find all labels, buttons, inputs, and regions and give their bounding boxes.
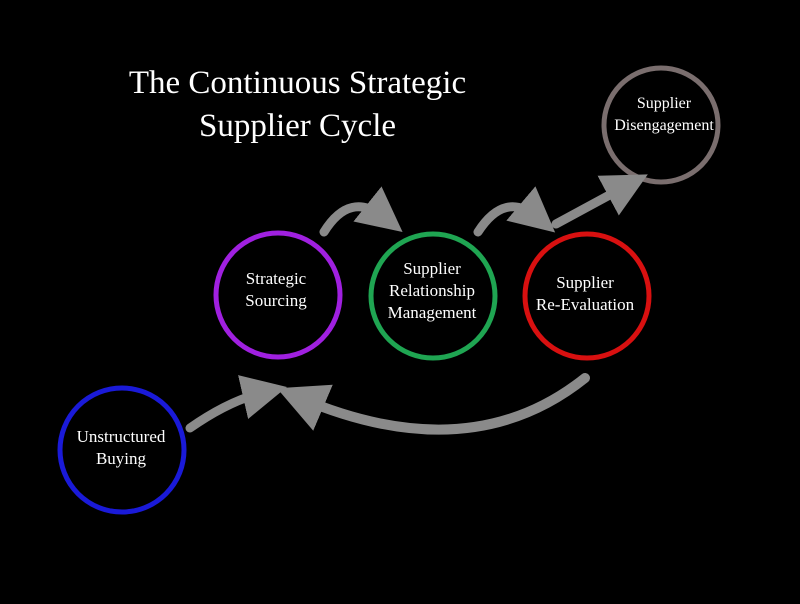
circle-unstructured-buying — [57, 385, 187, 515]
label-line: Sourcing — [245, 291, 307, 310]
label-unstructured-buying: Unstructured Buying — [77, 426, 166, 470]
label-strategic-sourcing: Strategic Sourcing — [245, 268, 306, 312]
label-re-evaluation: Supplier Re-Evaluation — [536, 272, 634, 316]
label-line: Relationship — [389, 281, 475, 300]
title-line-1: The Continuous Strategic — [128, 65, 467, 101]
circle-disengagement — [601, 65, 721, 185]
arrow-sourcing-to-srm — [319, 186, 403, 237]
label-line: Unstructured — [76, 427, 166, 446]
circle-relationship-management — [368, 231, 498, 361]
label-line: Supplier — [636, 95, 692, 112]
arrow-buying-to-sourcing — [185, 375, 287, 433]
circle-strategic-sourcing — [213, 230, 343, 360]
label-line: Supplier — [556, 273, 614, 292]
label-line: Buying — [95, 449, 147, 468]
label-line: Management — [387, 303, 477, 322]
title-line-2: Supplier Cycle — [198, 108, 397, 144]
label-line: Re-Evaluation — [535, 295, 635, 314]
label-line: Disengagement — [614, 117, 714, 134]
circle-re-evaluation — [522, 231, 652, 361]
label-relationship-management: Supplier Relationship Management — [388, 258, 477, 324]
arrow-reevaluation-back-to-sourcing — [276, 373, 590, 435]
diagram-title: The Continuous Strategic Supplier Cycle — [90, 62, 505, 148]
label-disengagement: Supplier Disengagement — [614, 93, 714, 137]
label-line: Strategic — [245, 269, 307, 288]
label-line: Supplier — [403, 259, 461, 278]
arrow-srm-to-reevaluation — [473, 186, 556, 237]
arrow-reevaluation-to-disengagement — [551, 174, 648, 229]
